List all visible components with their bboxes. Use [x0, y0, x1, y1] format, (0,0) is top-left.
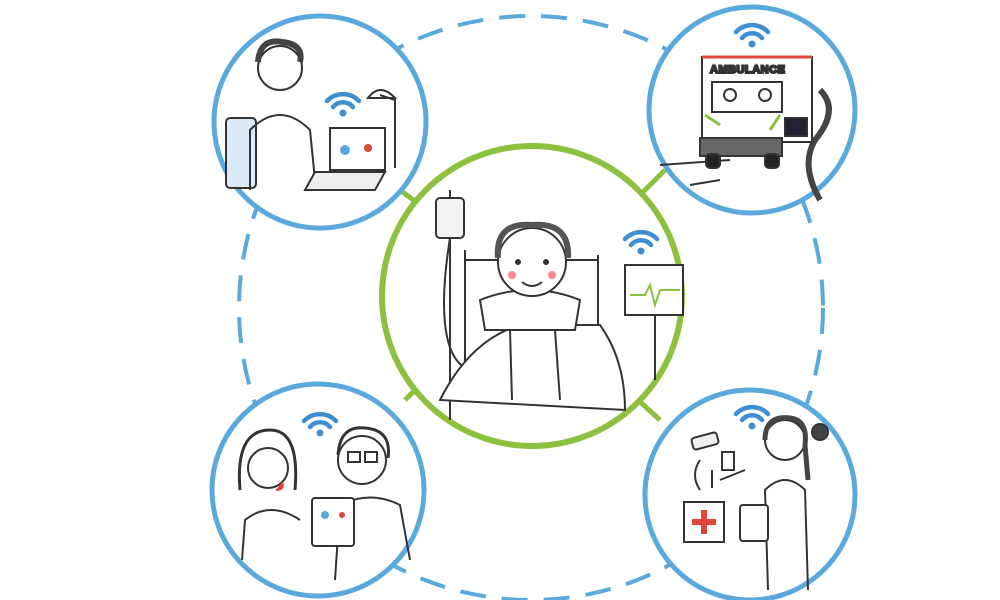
network-ring [237, 14, 825, 600]
ambulance-icon: AMBULANCE [659, 55, 832, 202]
family-node[interactable] [209, 381, 427, 599]
doctor-at-laptop-icon [225, 38, 398, 191]
ambulance-label: AMBULANCE [710, 64, 785, 76]
doctor-node[interactable] [211, 13, 429, 231]
ambulance-node[interactable]: AMBULANCE [646, 4, 858, 216]
pharmacist-node[interactable] [642, 387, 858, 600]
pharmacist-icon [683, 415, 829, 591]
patient-node[interactable] [379, 143, 685, 449]
patient-in-bed-icon [435, 190, 684, 420]
family-with-tablet-icon [237, 426, 411, 581]
